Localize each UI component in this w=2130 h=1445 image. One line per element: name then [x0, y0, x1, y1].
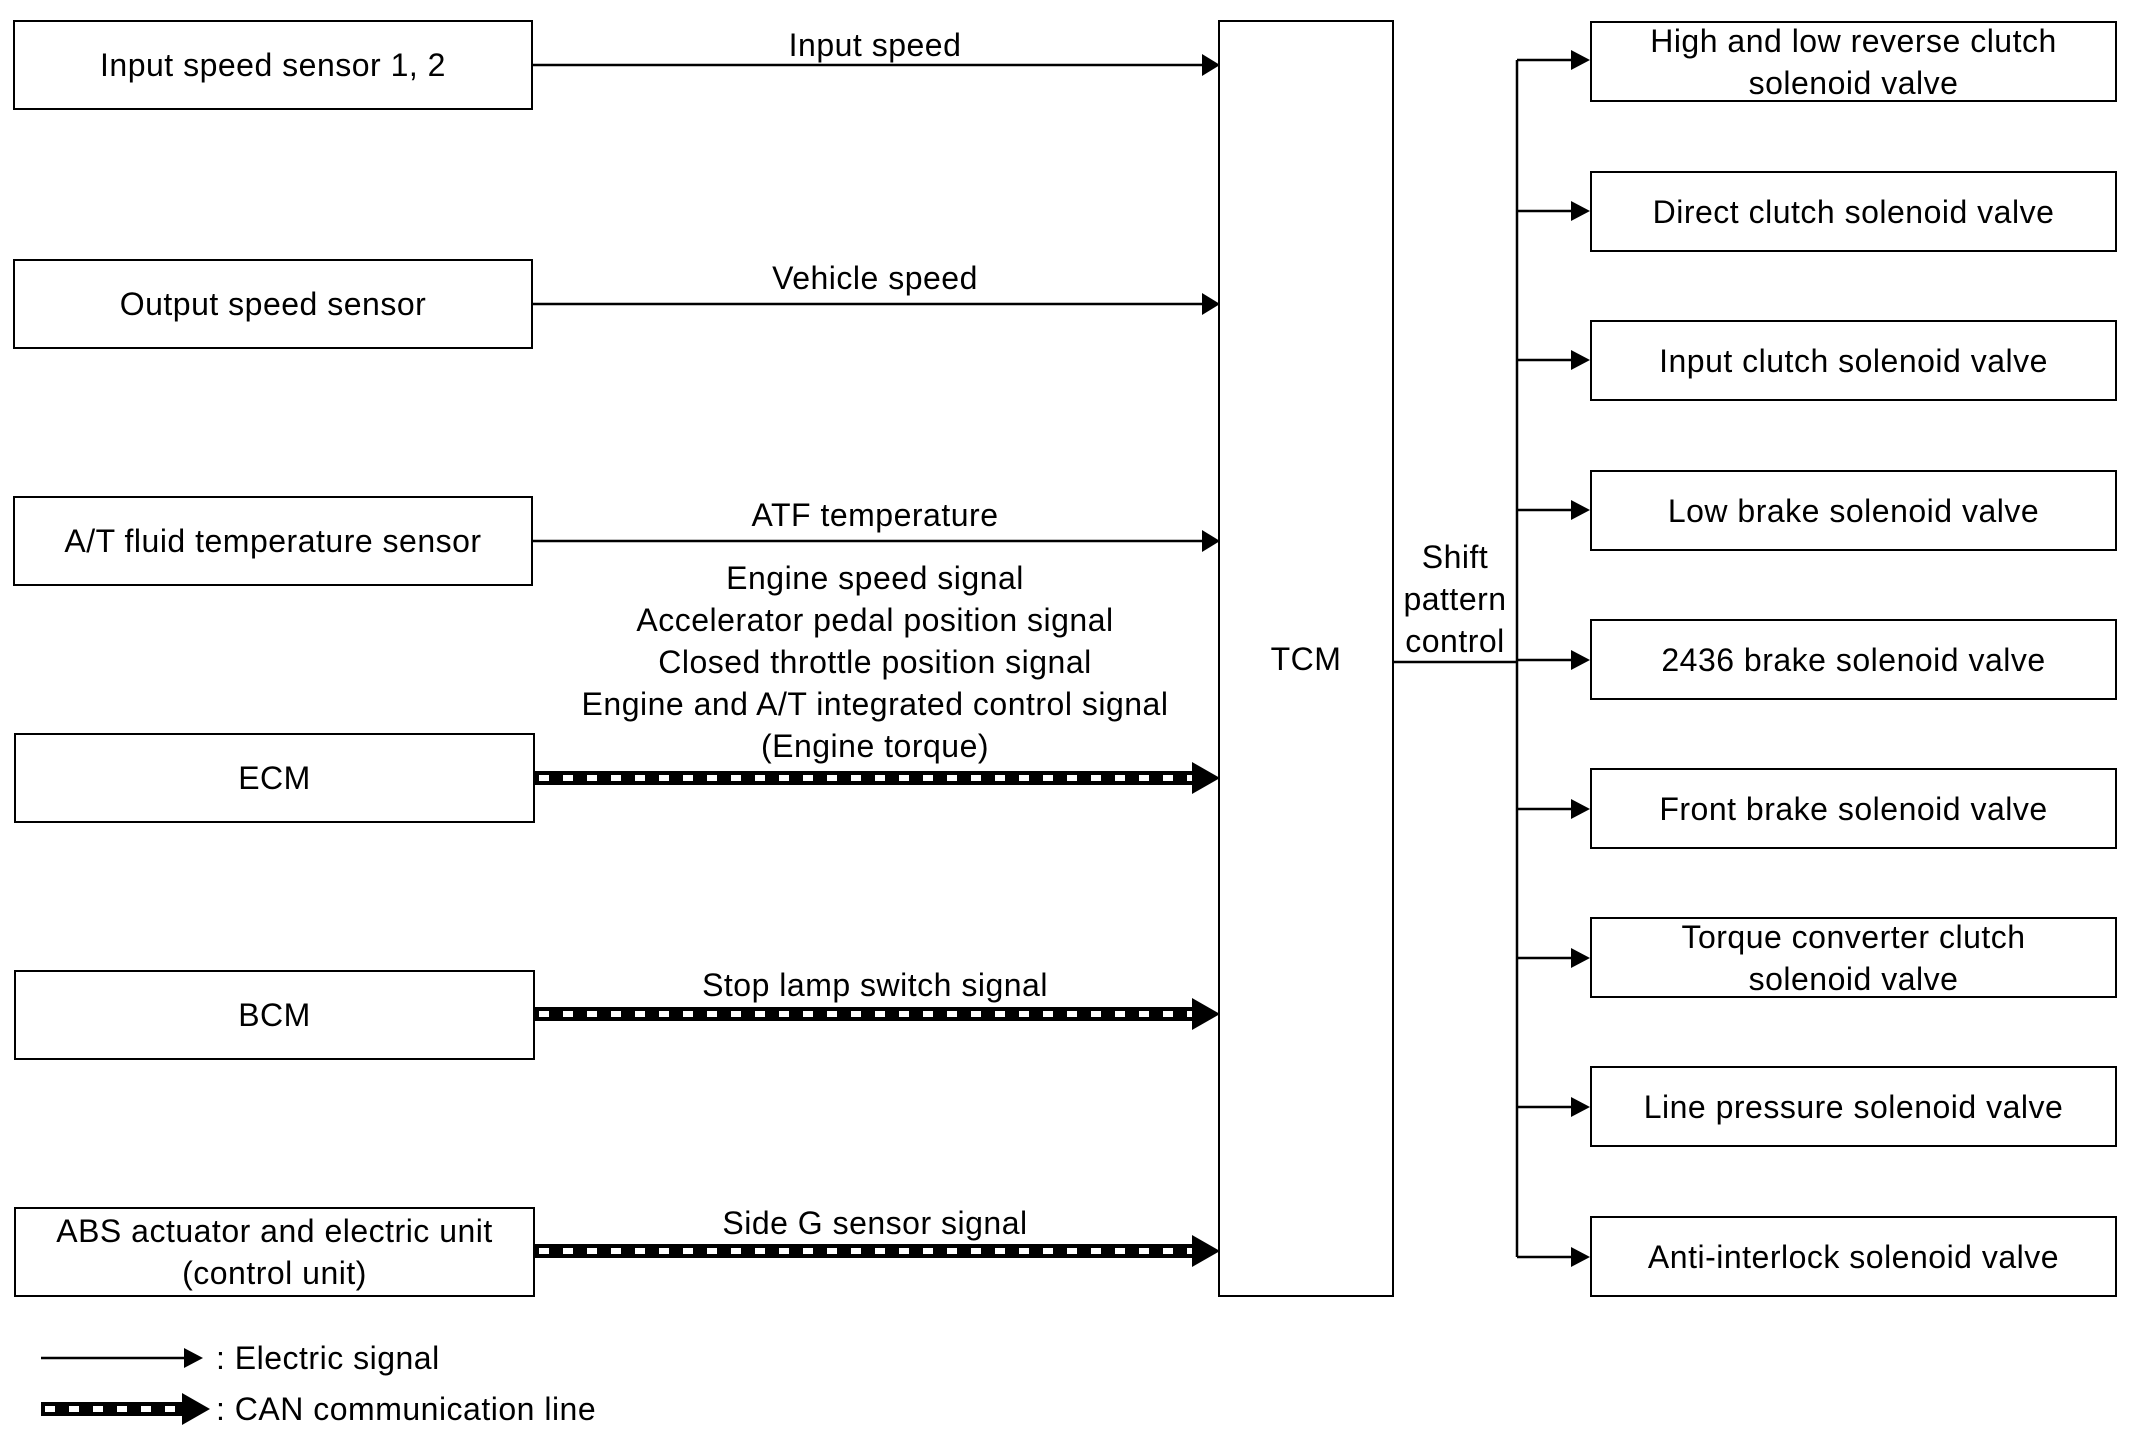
output-arrows	[1517, 50, 1590, 1267]
front-brake-valve-box: Front brake solenoid valve	[1590, 768, 2117, 849]
legend-electric-symbol	[41, 1348, 203, 1368]
2436-brake-valve-box: 2436 brake solenoid valve	[1590, 619, 2117, 700]
atf-temperature-label: ATF temperature	[751, 497, 999, 533]
input-speed-label: Input speed	[788, 27, 962, 63]
bcm-box: BCM	[14, 970, 535, 1060]
low-brake-valve-box: Low brake solenoid valve	[1590, 470, 2117, 551]
abs-actuator-box: ABS actuator and electric unit (control …	[14, 1207, 535, 1297]
anti-interlock-valve-box: Anti-interlock solenoid valve	[1590, 1216, 2117, 1297]
side-g-sensor-label: Side G sensor signal	[722, 1205, 1028, 1241]
ecm-can-arrow	[535, 762, 1220, 794]
legend-can-label: : CAN communication line	[216, 1391, 597, 1427]
at-fluid-temperature-sensor-box: A/T fluid temperature sensor	[13, 496, 533, 586]
abs-can-arrow	[535, 1235, 1220, 1267]
high-low-reverse-clutch-valve-box: High and low reverse clutch solenoid val…	[1590, 21, 2117, 102]
legend-electric-label: : Electric signal	[216, 1340, 440, 1376]
stop-lamp-switch-label: Stop lamp switch signal	[702, 967, 1048, 1003]
output-speed-sensor-box: Output speed sensor	[13, 259, 533, 349]
shift-pattern-control-label: Shift pattern control	[1403, 539, 1507, 659]
ecm-box: ECM	[14, 733, 535, 823]
bcm-can-arrow	[535, 998, 1220, 1030]
input-clutch-valve-box: Input clutch solenoid valve	[1590, 320, 2117, 401]
direct-clutch-valve-box: Direct clutch solenoid valve	[1590, 171, 2117, 252]
torque-converter-clutch-valve-box: Torque converter clutch solenoid valve	[1590, 917, 2117, 998]
vehicle-speed-label: Vehicle speed	[772, 260, 978, 296]
ecm-signals-label: Engine speed signal Accelerator pedal po…	[581, 560, 1169, 764]
tcm-box: TCM	[1218, 20, 1394, 1297]
line-pressure-valve-box: Line pressure solenoid valve	[1590, 1066, 2117, 1147]
legend-can-symbol	[41, 1393, 210, 1425]
input-speed-sensor-box: Input speed sensor 1, 2	[13, 20, 533, 110]
